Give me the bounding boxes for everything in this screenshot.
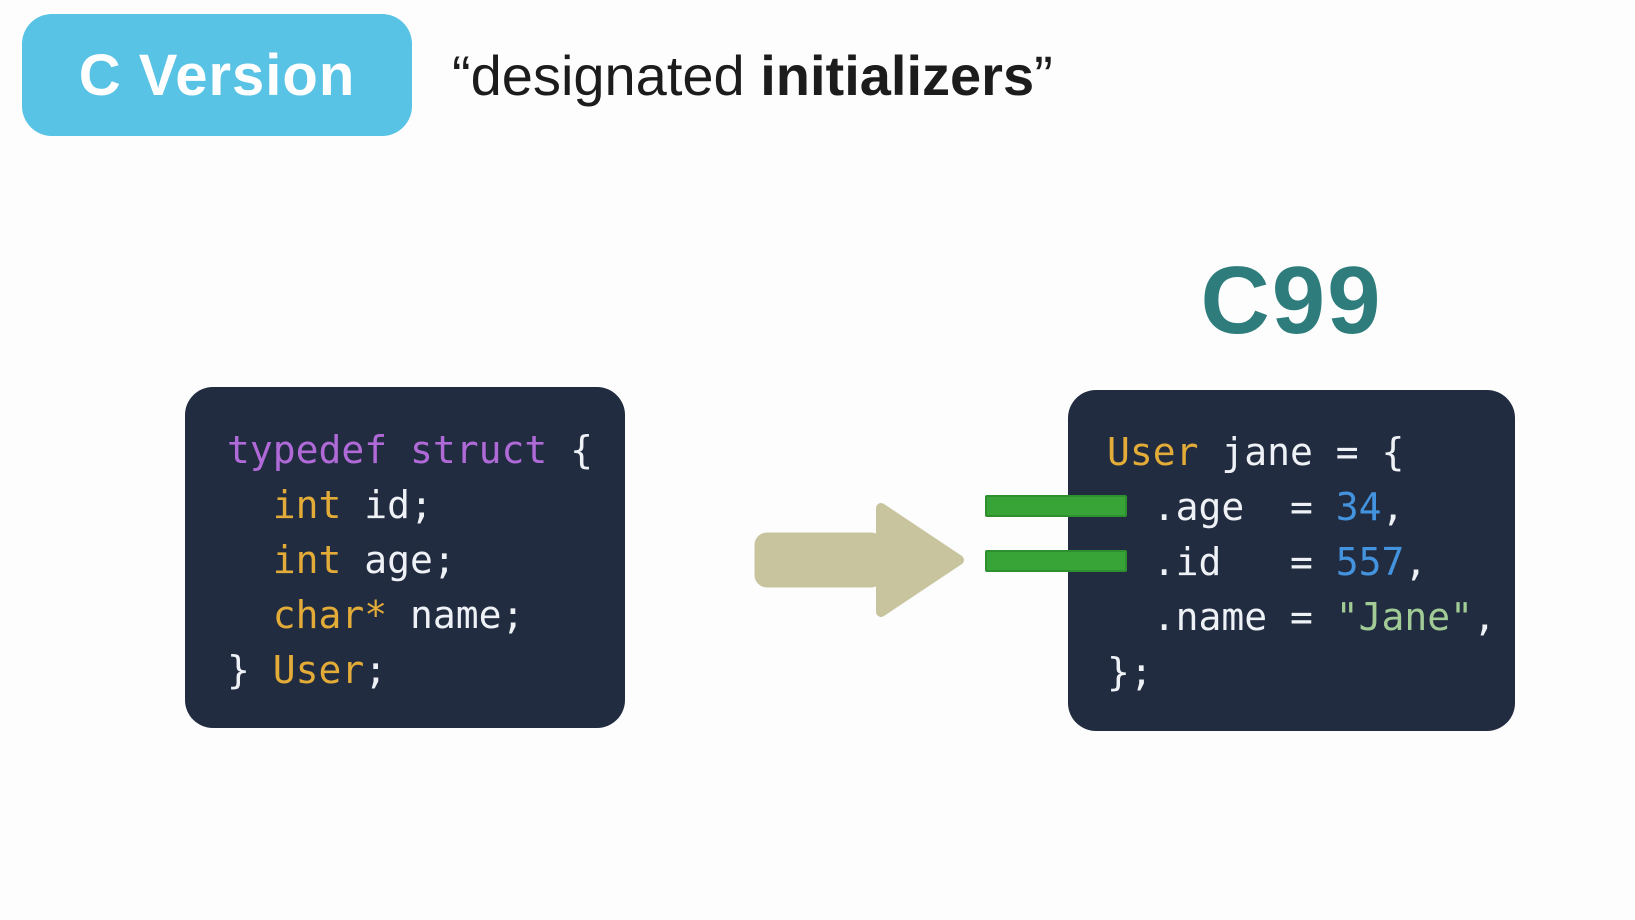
code-token: int <box>272 538 342 582</box>
code-token: name; <box>387 593 525 637</box>
code-line: int id; <box>227 478 625 533</box>
code-line: User jane = { <box>1107 425 1515 480</box>
code-token: jane = { <box>1198 430 1405 474</box>
code-token: , <box>1473 595 1496 639</box>
title-close-quote: ” <box>1034 43 1053 107</box>
title-text-bold: initializers <box>760 43 1035 107</box>
code-line: .id = 557, <box>1107 535 1515 590</box>
code-token <box>227 538 273 582</box>
code-line: int age; <box>227 533 625 588</box>
code-token: "Jane" <box>1335 595 1474 639</box>
code-token: } <box>227 648 273 692</box>
code-line: .name = "Jane", <box>1107 590 1515 645</box>
code-token: 34 <box>1335 485 1382 529</box>
c-version-badge-label: C Version <box>78 42 356 108</box>
code-token: age; <box>341 538 456 582</box>
code-token: id; <box>341 483 433 527</box>
code-line: char* name; <box>227 588 625 643</box>
code-token: 557 <box>1335 540 1405 584</box>
transform-arrow <box>753 502 965 618</box>
code-token: .name = <box>1107 595 1336 639</box>
code-token <box>227 593 273 637</box>
c99-heading: C99 <box>1200 247 1383 354</box>
code-line: } User; <box>227 643 625 698</box>
code-token: char* <box>272 593 388 637</box>
code-token: }; <box>1107 650 1153 694</box>
right-arrow-icon <box>754 503 964 617</box>
code-line: .age = 34, <box>1107 480 1515 535</box>
highlight-bar-id <box>985 550 1127 572</box>
code-token: .age = <box>1107 485 1336 529</box>
c-version-badge: C Version <box>22 14 412 136</box>
highlight-bar-age <box>985 495 1127 517</box>
code-line: }; <box>1107 645 1515 700</box>
page-title: “designated initializers” <box>452 14 1053 136</box>
code-token: ; <box>364 648 388 692</box>
code-token: int <box>272 483 342 527</box>
code-token: typedef struct <box>227 428 571 472</box>
code-token: User <box>1107 430 1199 474</box>
code-line: typedef struct { <box>227 423 625 478</box>
code-token: , <box>1381 485 1405 529</box>
title-text-normal: “designated <box>452 43 761 107</box>
struct-definition-code-block: typedef struct { int id; int age; char* … <box>185 387 625 728</box>
code-token: , <box>1404 540 1428 584</box>
code-token: User <box>272 648 365 692</box>
code-token: .id = <box>1107 540 1336 584</box>
designated-initializer-code-block: User jane = { .age = 34, .id = 557, .nam… <box>1068 390 1515 731</box>
code-token: { <box>570 428 594 472</box>
code-token <box>227 483 273 527</box>
